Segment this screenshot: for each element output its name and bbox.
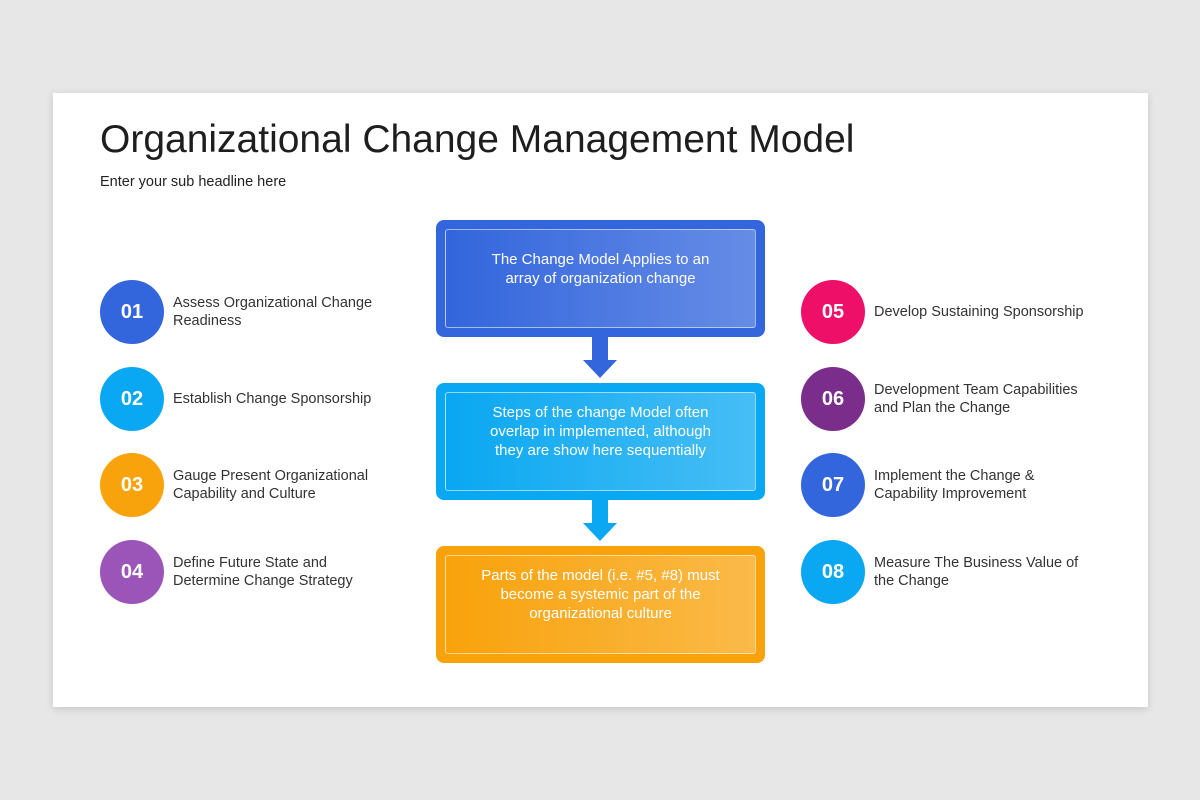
down-arrow-icon bbox=[583, 491, 617, 541]
step-item: 06 Development Team Capabilities and Plan… bbox=[801, 367, 1121, 431]
flow-box-text: The Change Model Applies to an array of … bbox=[445, 229, 756, 328]
step-label: Develop Sustaining Sponsorship bbox=[874, 304, 1084, 320]
flow-box-text: Steps of the change Model often overlap … bbox=[445, 392, 756, 491]
step-number-badge: 03 bbox=[100, 453, 164, 517]
step-number-badge: 07 bbox=[801, 453, 865, 517]
step-item: 01 Assess Organizational Change Readiness bbox=[100, 280, 420, 344]
step-item: 03 Gauge Present Organizational Capabilit… bbox=[100, 453, 420, 517]
step-label: Gauge Present Organizational Capability … bbox=[173, 468, 369, 502]
step-number-badge: 08 bbox=[801, 540, 865, 604]
step-number-badge: 02 bbox=[100, 367, 164, 431]
step-label: Define Future State and Determine Change… bbox=[173, 555, 353, 589]
step-number-badge: 04 bbox=[100, 540, 164, 604]
flow-box-text: Parts of the model (i.e. #5, #8) must be… bbox=[445, 555, 756, 654]
subtitle: Enter your sub headline here bbox=[100, 174, 287, 190]
step-number-badge: 05 bbox=[801, 280, 865, 344]
flow-box: The Change Model Applies to an array of … bbox=[436, 220, 765, 337]
step-label: Implement the Change & Capability Improv… bbox=[874, 468, 1035, 502]
step-item: 05 Develop Sustaining Sponsorship bbox=[801, 280, 1121, 344]
step-number-badge: 06 bbox=[801, 367, 865, 431]
step-item: 07 Implement the Change & Capability Impr… bbox=[801, 453, 1121, 517]
step-item: 02 Establish Change Sponsorship bbox=[100, 367, 420, 431]
step-label: Development Team Capabilities and Plan t… bbox=[874, 382, 1078, 416]
down-arrow-icon bbox=[583, 328, 617, 378]
step-label: Establish Change Sponsorship bbox=[173, 391, 372, 407]
step-label: Measure The Business Value of the Change bbox=[874, 555, 1079, 589]
flow-box: Parts of the model (i.e. #5, #8) must be… bbox=[436, 546, 765, 663]
step-number-badge: 01 bbox=[100, 280, 164, 344]
step-item: 04 Define Future State and Determine Chan… bbox=[100, 540, 420, 604]
step-label: Assess Organizational Change Readiness bbox=[173, 295, 373, 329]
step-item: 08 Measure The Business Value of the Chan… bbox=[801, 540, 1121, 604]
page-title: Organizational Change Management Model bbox=[100, 118, 855, 161]
flow-box: Steps of the change Model often overlap … bbox=[436, 383, 765, 500]
